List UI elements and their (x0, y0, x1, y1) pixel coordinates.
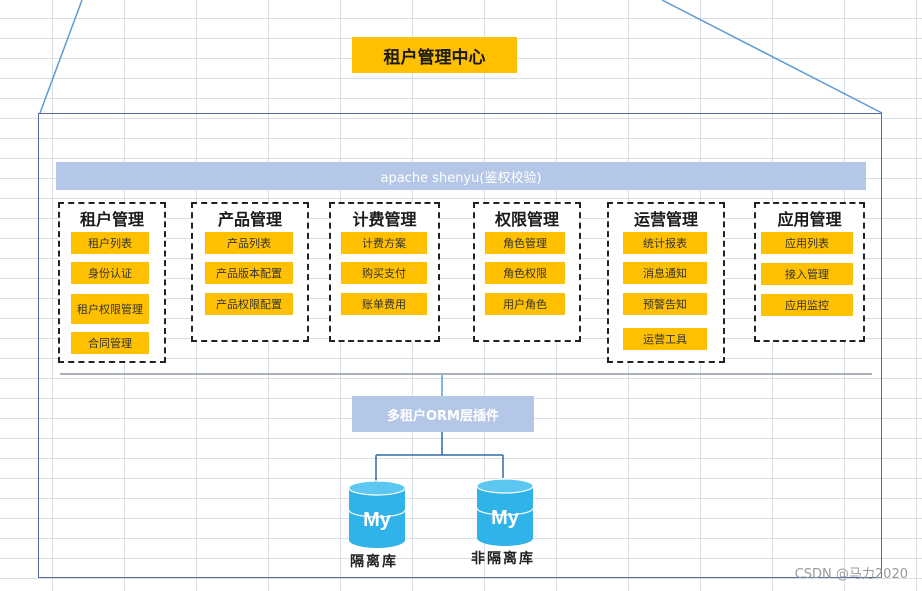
module-permission: 权限管理 角色管理 角色权限 用户角色 (473, 202, 581, 342)
item-role-permission: 角色权限 (485, 262, 565, 284)
page-title: 租户管理中心 (352, 37, 517, 73)
mysql-logo-text: My (491, 507, 520, 529)
item-contract: 合同管理 (71, 332, 149, 354)
gateway-bar: apache shenyu(鉴权校验) (56, 162, 866, 190)
module-title: 运营管理 (633, 210, 698, 229)
item-operations-tools: 运营工具 (623, 328, 707, 350)
module-operations: 运营管理 统计报表 消息通知 预警告知 运营工具 (607, 202, 725, 363)
db-label-isolated: 隔离库 (350, 554, 398, 570)
item-product-permission: 产品权限配置 (205, 293, 293, 315)
module-product: 产品管理 产品列表 产品版本配置 产品权限配置 (191, 202, 309, 342)
module-title: 计费管理 (352, 210, 417, 229)
mysql-icon: My (476, 478, 534, 546)
item-tenant-permission: 租户权限管理 (71, 294, 149, 324)
module-title: 产品管理 (217, 210, 282, 229)
item-tenant-list: 租户列表 (71, 232, 149, 254)
orm-plugin-box: 多租户ORM层插件 (352, 396, 534, 432)
item-statistics-report: 统计报表 (623, 232, 707, 254)
item-user-role: 用户角色 (485, 293, 565, 315)
item-alert-notify: 预警告知 (623, 293, 707, 315)
item-message-notify: 消息通知 (623, 262, 707, 284)
module-title: 应用管理 (777, 210, 842, 229)
item-app-list: 应用列表 (761, 232, 853, 254)
mysql-logo-text: My (363, 509, 392, 531)
system-frame (38, 113, 882, 578)
module-tenant: 租户管理 租户列表 身份认证 租户权限管理 合同管理 (58, 202, 166, 363)
roof-line-right (661, 0, 883, 114)
item-app-monitor: 应用监控 (761, 294, 853, 316)
section-divider (60, 373, 872, 375)
item-billing-plan: 计费方案 (341, 232, 427, 254)
module-billing: 计费管理 计费方案 购买支付 账单费用 (329, 202, 440, 342)
item-role-management: 角色管理 (485, 232, 565, 254)
item-product-version: 产品版本配置 (205, 262, 293, 284)
watermark: CSDN @马力2020 (794, 567, 908, 582)
module-application: 应用管理 应用列表 接入管理 应用监控 (754, 202, 865, 342)
module-title: 权限管理 (494, 210, 559, 229)
item-identity-auth: 身份认证 (71, 262, 149, 284)
mysql-icon: My (348, 480, 406, 548)
module-title: 租户管理 (79, 210, 144, 229)
item-product-list: 产品列表 (205, 232, 293, 254)
db-label-non-isolated: 非隔离库 (471, 551, 535, 567)
roof-line-left (39, 0, 83, 114)
item-purchase-payment: 购买支付 (341, 262, 427, 284)
item-bill-fee: 账单费用 (341, 293, 427, 315)
item-access-management: 接入管理 (761, 263, 853, 285)
